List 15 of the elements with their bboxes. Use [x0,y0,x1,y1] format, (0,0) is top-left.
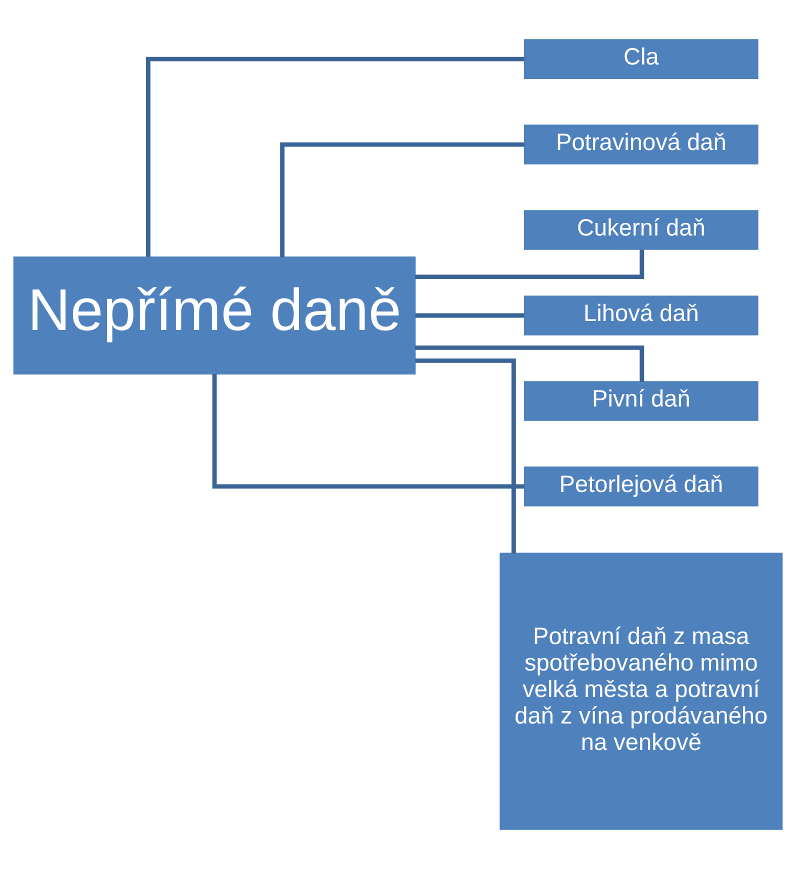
node-box: Nepřímé daně [13,256,416,374]
node-box: Petorlejová daň [524,466,758,506]
connector [415,358,516,554]
node-box: Potravinová daň [524,124,758,164]
connector [212,374,525,489]
connector [280,142,525,258]
connector [415,250,644,280]
node-box: Pivní daň [524,381,758,421]
node-box: Lihová daň [524,296,758,336]
node-box: Cukerní daň [524,210,758,250]
connector [415,345,644,382]
connector [415,313,524,318]
node-box: Cla [524,39,758,79]
node-box: Potravní daň z masa spotřebovaného mimo velká města a potravní daň z vína prodávaného na venkově [500,552,783,830]
connector [146,56,524,257]
